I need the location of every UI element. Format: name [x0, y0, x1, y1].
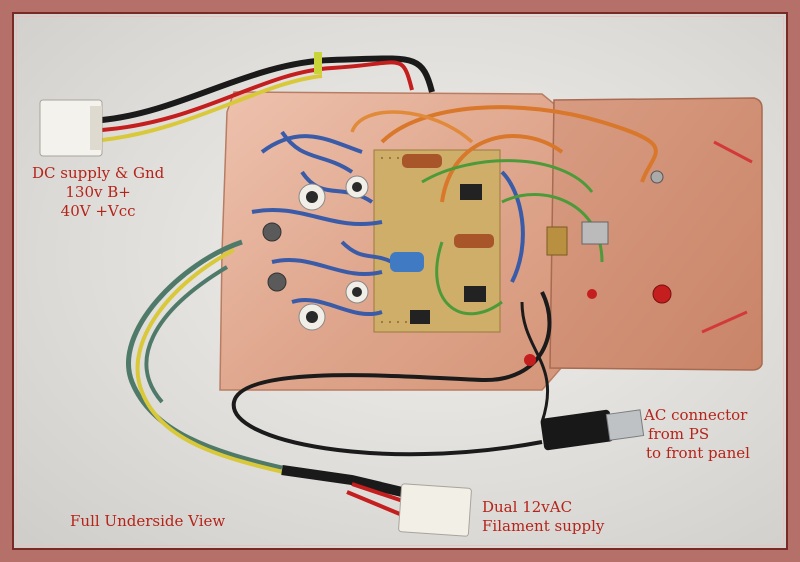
red-marker: [524, 354, 536, 366]
caption-line: 130v B+: [65, 183, 131, 201]
caption-line: DC supply & Gnd: [32, 164, 165, 182]
jack: [650, 170, 664, 184]
film-capacitor: [402, 154, 442, 168]
caption-line: to front panel: [646, 444, 750, 462]
caption-line: from PS: [648, 425, 710, 443]
circuit-photo: [39, 52, 763, 537]
caption-ac-connector: AC connector from PS to front panel: [644, 406, 750, 463]
red-led: [652, 284, 672, 304]
orange-wire: [350, 110, 474, 144]
regulator: [581, 221, 609, 245]
caption-line: AC connector: [644, 406, 748, 424]
ic-chip: [460, 184, 482, 200]
caption-line: 40V +Vcc: [60, 202, 136, 220]
film-capacitor: [454, 234, 494, 248]
green-wire: [435, 241, 503, 316]
filament-wire-green-2: [144, 265, 229, 404]
cable-tie: [314, 52, 322, 74]
green-wire: [421, 159, 594, 193]
filament-wire-green: [126, 239, 283, 471]
ic-chip: [410, 310, 430, 324]
caption-view-title: Full Underside View: [70, 512, 226, 530]
filament-wire-yellow: [135, 248, 293, 476]
red-mark: [713, 140, 753, 164]
caption-dc-supply: DC supply & Gnd 130v B+ 40V +Vcc: [32, 164, 164, 221]
caption-line: Dual 12vAC: [482, 498, 573, 516]
caption-line: Filament supply: [482, 517, 605, 535]
red-mark: [701, 310, 748, 334]
photo-area: DC supply & Gnd 130v B+ 40V +Vcc AC conn…: [12, 12, 788, 550]
brass-standoff: [546, 226, 568, 256]
blue-wires: [251, 130, 525, 316]
blue-capacitor: [390, 252, 424, 272]
tube-sockets: [262, 175, 369, 331]
caption-filament: Dual 12vAC Filament supply: [482, 498, 604, 536]
red-led: [587, 289, 597, 299]
ic-chip: [464, 286, 486, 302]
filament-cable-red-2: [346, 490, 408, 519]
molex-connector-filament: [398, 483, 472, 537]
filament-cable-black: [281, 465, 404, 497]
dc-supply-cable-yellow: [101, 74, 323, 142]
molex-pin: [90, 106, 102, 150]
ac-cable-2: [520, 301, 549, 423]
copper-front-panel-plate: [549, 97, 763, 371]
orange-wire: [440, 134, 564, 203]
usb-connector: [540, 409, 645, 451]
